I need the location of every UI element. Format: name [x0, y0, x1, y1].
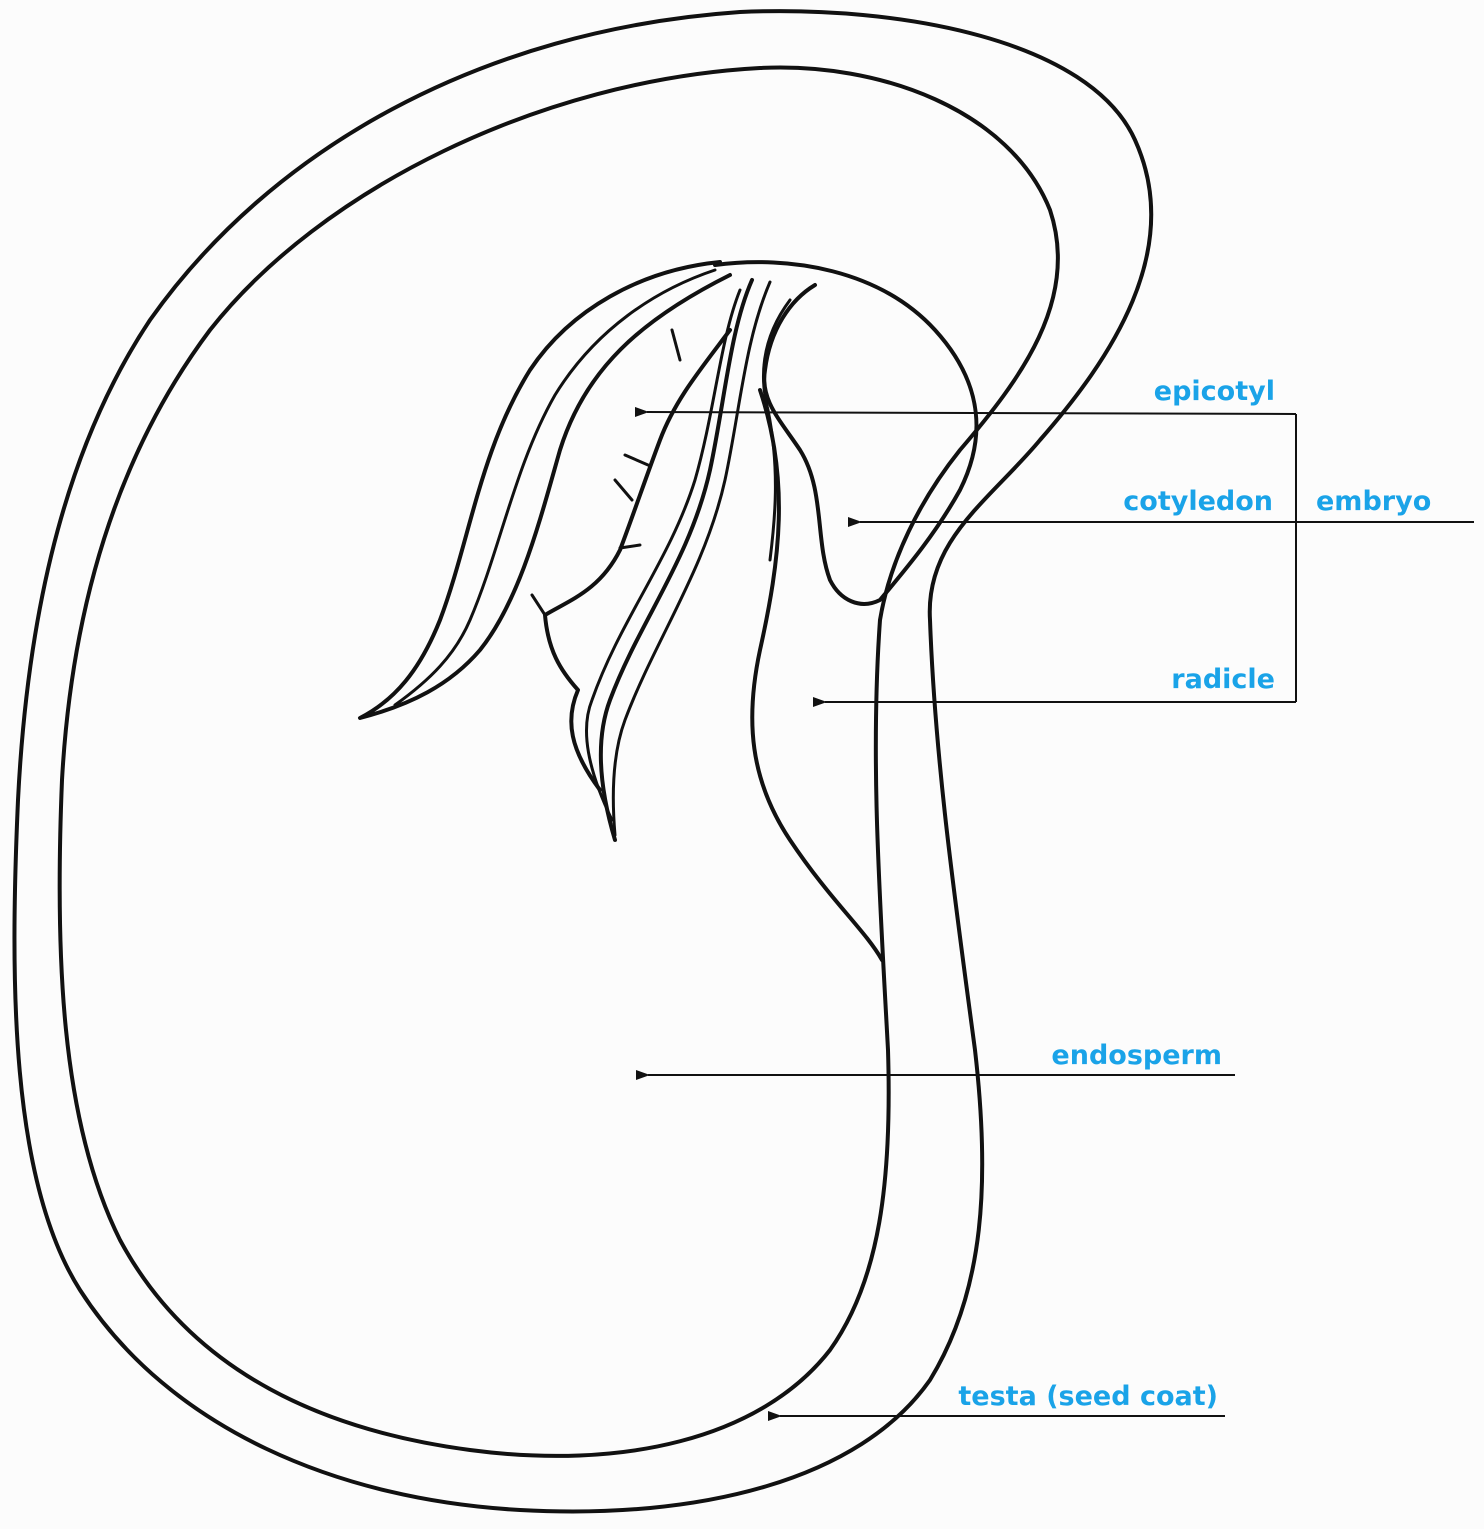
testa-inner-outline [60, 67, 1058, 1455]
epicotyl-stem-2 [613, 282, 770, 835]
plumule-vein-branch-1 [672, 330, 680, 360]
plumule-vein-branch-5 [532, 595, 545, 615]
epicotyl-leader [647, 412, 1296, 414]
plumule-vein-branch-2 [625, 455, 648, 465]
plumule-vein-branch-3 [615, 480, 632, 500]
epicotyl-leaf-outer [360, 262, 730, 718]
epicotyl-stem-1 [601, 280, 752, 840]
radicle-label: radicle [1171, 664, 1275, 695]
epicotyl-label: epicotyl [1154, 376, 1275, 407]
epicotyl-stem-3 [586, 290, 740, 820]
cotyledon-shape [715, 262, 976, 604]
cotyledon-label: cotyledon [1123, 486, 1273, 517]
epicotyl-leaf-inner [395, 270, 715, 705]
embryo-label: embryo [1316, 486, 1431, 517]
radicle-shape [752, 390, 882, 960]
endosperm-label: endosperm [1051, 1040, 1222, 1071]
testa-label: testa (seed coat) [958, 1381, 1218, 1412]
plumule-vein [545, 330, 730, 790]
